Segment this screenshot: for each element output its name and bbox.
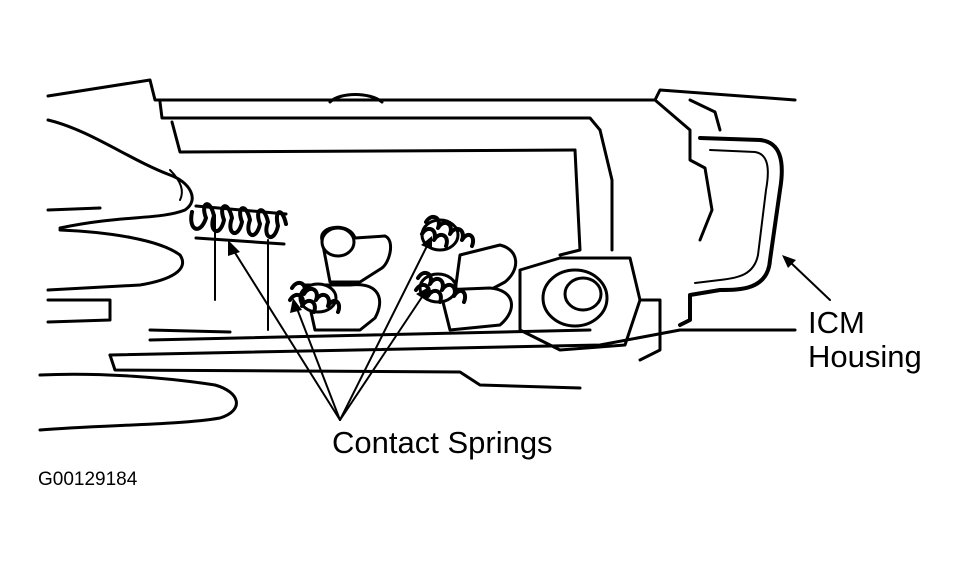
- icm-housing-label: ICM Housing: [808, 305, 922, 375]
- terminal-posts: [298, 218, 518, 332]
- leader-lines: [228, 236, 831, 421]
- mounting-boss: [518, 256, 662, 362]
- icm-housing-body: [46, 78, 797, 390]
- seated-contact-springs: [288, 214, 475, 314]
- held-contact-spring: [189, 202, 288, 246]
- icm-housing-label-line2: Housing: [808, 339, 922, 375]
- figure-id-label: G00129184: [38, 469, 138, 490]
- hand-illustration: [38, 118, 238, 432]
- contact-springs-label: Contact Springs: [332, 425, 553, 460]
- icm-housing-label-line1: ICM: [808, 305, 865, 340]
